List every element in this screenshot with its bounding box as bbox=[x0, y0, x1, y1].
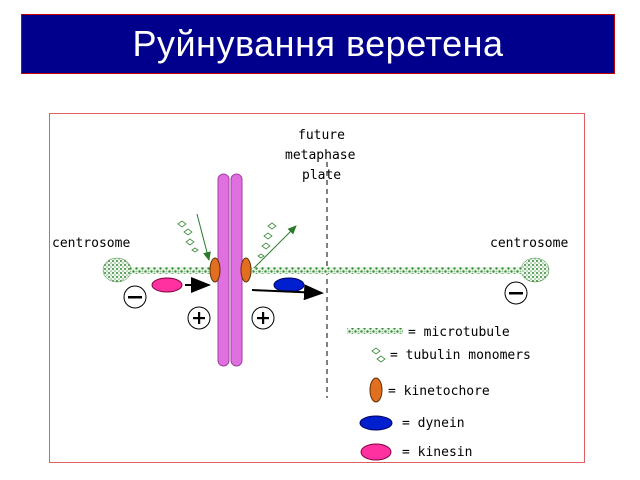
centrosome-right-label: centrosome bbox=[490, 236, 568, 251]
title-bar: Руйнування веретена bbox=[21, 14, 615, 74]
movement-arrow-right bbox=[251, 284, 324, 301]
kinetochore-right bbox=[240, 257, 252, 283]
plate-label-line-3: plate bbox=[302, 168, 341, 183]
minus-symbol-left bbox=[123, 285, 147, 309]
depolymerization-arrow-left bbox=[196, 213, 211, 261]
microtubule-left bbox=[130, 267, 212, 274]
kinetochore-left bbox=[209, 257, 221, 283]
chromatid-right bbox=[230, 173, 243, 367]
dynein-motor bbox=[273, 277, 305, 293]
centrosome-left bbox=[102, 257, 132, 283]
plate-label-line-2: metaphase bbox=[285, 148, 356, 163]
tubulin-cluster-left bbox=[177, 220, 199, 253]
minus-symbol-right bbox=[504, 281, 528, 305]
legend-tubulin-label: = tubulin monomers bbox=[390, 348, 531, 363]
microtubule-center bbox=[250, 267, 522, 274]
legend-microtubule-label: = microtubule bbox=[408, 325, 510, 340]
legend-kinetochore-icon bbox=[369, 377, 383, 403]
plate-label-line-1: future bbox=[298, 128, 345, 143]
legend-kinesin-label: = kinesin bbox=[402, 445, 472, 460]
legend-dynein-label: = dynein bbox=[402, 416, 465, 431]
kinesin-motor bbox=[151, 277, 183, 293]
centrosome-right bbox=[520, 257, 550, 283]
plus-symbol-right bbox=[251, 306, 275, 330]
page-title: Руйнування веретена bbox=[132, 23, 504, 64]
centrosome-left-label: centrosome bbox=[52, 236, 130, 251]
tubulin-cluster-right bbox=[257, 222, 277, 259]
legend: = microtubule = tubulin monomers = kinet… bbox=[347, 325, 531, 461]
legend-tubulin-icon bbox=[371, 347, 386, 363]
depolymerization-arrow-right bbox=[253, 225, 297, 269]
legend-dynein-icon bbox=[359, 415, 393, 431]
plus-symbol-left bbox=[187, 306, 211, 330]
legend-kinetochore-label: = kinetochore bbox=[388, 384, 490, 399]
legend-microtubule-icon bbox=[347, 328, 403, 334]
legend-kinesin-icon bbox=[360, 443, 392, 461]
